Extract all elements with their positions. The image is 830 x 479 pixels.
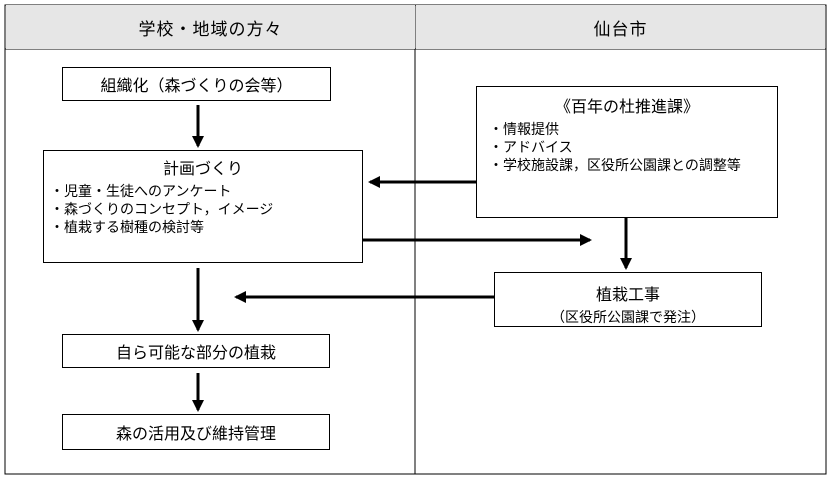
- box-dept-items: 情報提供 アドバイス 学校施設課，区役所公園課との調整等: [477, 121, 777, 175]
- box-plan-title: 計画づくり: [162, 159, 243, 178]
- plan-item: 児童・生徒へのアンケート: [50, 183, 362, 201]
- box-self-planting-label: 自ら可能な部分の植栽: [115, 343, 276, 362]
- header-left-label: 学校・地域の方々: [138, 19, 283, 40]
- box-organize: 組織化（森づくりの会等）: [62, 67, 331, 101]
- box-planting-work: 植栽工事 （区役所公園課で発注）: [494, 272, 762, 327]
- dept-item: アドバイス: [489, 139, 777, 157]
- dept-item: 情報提供: [489, 121, 777, 139]
- header-right-label: 仙台市: [593, 19, 648, 40]
- box-plan: 計画づくり 児童・生徒へのアンケート 森づくりのコンセプト，イメージ 植栽する樹…: [43, 150, 363, 263]
- box-self-planting: 自ら可能な部分の植栽: [62, 334, 330, 368]
- box-planting-work-title: 植栽工事: [595, 285, 660, 304]
- box-planting-work-subtitle: （区役所公園課で発注）: [551, 310, 705, 326]
- box-plan-items: 児童・生徒へのアンケート 森づくりのコンセプト，イメージ 植栽する樹種の検討等: [44, 183, 362, 237]
- box-dept: 《百年の杜推進課》 情報提供 アドバイス 学校施設課，区役所公園課との調整等: [476, 86, 778, 218]
- box-management-label: 森の活用及び維持管理: [115, 424, 276, 443]
- plan-item: 森づくりのコンセプト，イメージ: [50, 201, 362, 219]
- box-organize-label: 組織化（森づくりの会等）: [100, 76, 293, 95]
- header-left: 学校・地域の方々: [6, 5, 415, 49]
- box-dept-title: 《百年の杜推進課》: [554, 97, 699, 116]
- dept-item: 学校施設課，区役所公園課との調整等: [489, 157, 777, 175]
- header-right: 仙台市: [416, 5, 825, 49]
- plan-item: 植栽する樹種の検討等: [50, 219, 362, 237]
- box-management: 森の活用及び維持管理: [62, 414, 330, 450]
